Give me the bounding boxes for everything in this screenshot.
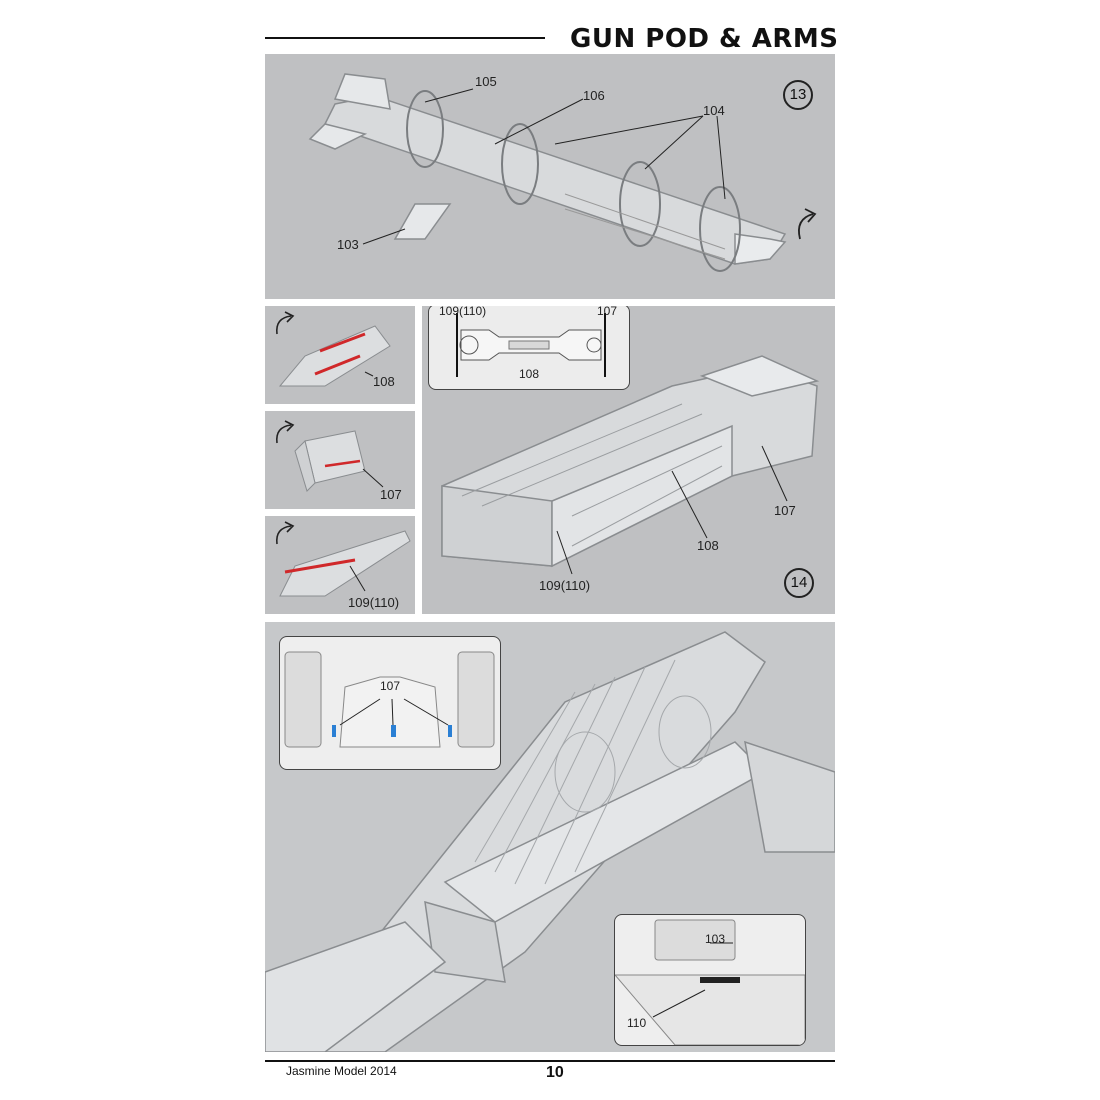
fold-arrow-icon	[275, 311, 295, 335]
inset-label-109: 109(110)	[439, 306, 487, 318]
photo-inset-label-107: 107	[380, 679, 401, 693]
step14-diagram-inset: 109(110) 107 108	[428, 306, 630, 390]
label-108: 108	[697, 538, 719, 553]
fold-arrow-icon	[275, 521, 295, 545]
footer-brand: Jasmine Model 2014	[286, 1064, 397, 1078]
step13-panel: 105 106 104 103 13	[265, 54, 835, 299]
label-103: 103	[337, 237, 359, 252]
header-rule	[265, 37, 545, 39]
fold-panel-109: 109(110)	[265, 516, 415, 614]
fold-arrow-icon	[275, 420, 295, 444]
inset-label-108: 108	[519, 367, 540, 381]
photo-inset-label-103: 103	[705, 932, 726, 946]
label-109-110: 109(110)	[539, 578, 591, 593]
step-number-13: 13	[783, 80, 813, 110]
step14-panel: 109(110) 107 108 107 108 109(110) 14	[422, 306, 835, 614]
fold-label-108: 108	[373, 374, 395, 389]
fold-arrow-icon	[798, 208, 817, 240]
label-107: 107	[774, 503, 796, 518]
page-title: GUN POD & ARMS	[570, 24, 839, 54]
page-number: 10	[546, 1064, 564, 1081]
photo-inset-103-110: 103 110	[614, 914, 806, 1046]
label-106: 106	[583, 88, 605, 103]
frame-illustration	[441, 355, 820, 575]
fold-panel-108: 108	[265, 306, 415, 404]
fold-label-109: 109(110)	[348, 595, 400, 610]
assembly-photo	[265, 631, 835, 1052]
footer-rule	[265, 1060, 835, 1062]
label-105: 105	[475, 74, 497, 89]
photo-inset-107: 107	[279, 636, 501, 770]
step-number-14: 14	[784, 568, 814, 598]
fold-label-107: 107	[380, 487, 402, 502]
photo-inset-label-110: 110	[627, 1016, 647, 1030]
fold-panel-107: 107	[265, 411, 415, 509]
inset-label-107: 107	[597, 306, 618, 318]
label-104: 104	[703, 103, 725, 118]
assembly-photo-panel: 107 103 110	[265, 622, 835, 1052]
gun-pod-illustration	[308, 73, 817, 272]
